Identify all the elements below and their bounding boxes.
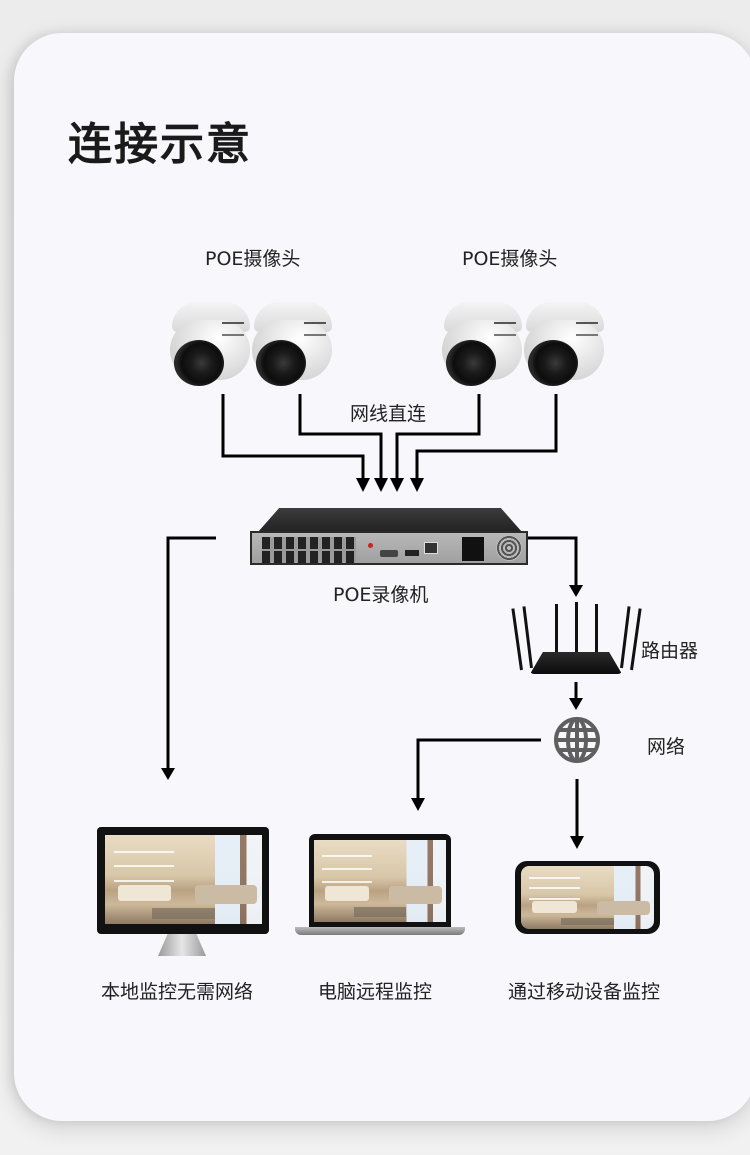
arrow-head [390, 478, 404, 492]
cable-label: 网线直连 [350, 403, 427, 425]
poe-ports-icon [262, 537, 356, 563]
camera-lens-icon [256, 340, 306, 386]
camera-group-right-label: POE摄像头 [462, 248, 558, 270]
page-title: 连接示意 [68, 119, 252, 170]
endpoint-label-phone: 通过移动设备监控 [508, 981, 661, 1003]
arrow-head [411, 798, 425, 811]
router-antenna [575, 602, 578, 656]
router-antenna [555, 604, 558, 656]
nvr-label: POE录像机 [333, 584, 429, 606]
wire-camera-2 [298, 394, 383, 478]
endpoint-label-laptop: 电脑远程监控 [318, 981, 433, 1003]
arrow-head [374, 478, 388, 492]
camera-lens-icon [174, 340, 224, 386]
laptop-screen [314, 840, 446, 922]
arrow-head [570, 836, 584, 849]
arrow-head [569, 698, 583, 710]
camera-lens-icon [528, 340, 578, 386]
wire-globe-laptop [416, 738, 541, 800]
power-socket-icon [462, 537, 484, 561]
router-label: 路由器 [641, 640, 699, 662]
arrow-head [410, 478, 424, 492]
wire-nvr-monitor [166, 536, 216, 770]
camera-lens-icon [446, 340, 496, 386]
endpoint-label-monitor: 本地监控无需网络 [101, 981, 254, 1003]
arrow-head [569, 585, 583, 597]
camera-1 [168, 298, 252, 390]
camera-4 [522, 298, 606, 390]
phone-screen [521, 866, 654, 929]
wire-camera-4 [415, 394, 558, 478]
wire-nvr-router [528, 536, 578, 587]
fan-icon [496, 535, 522, 561]
camera-group-left-label: POE摄像头 [205, 248, 301, 270]
diagram-card [14, 33, 750, 1121]
router-antenna [595, 604, 598, 656]
arrow-head [356, 478, 370, 492]
camera-3 [440, 298, 524, 390]
monitor-screen [105, 835, 262, 924]
wire-camera-3 [395, 394, 481, 478]
arrow-head [161, 768, 175, 780]
globe-icon [554, 717, 600, 763]
camera-2 [250, 298, 334, 390]
network-label: 网络 [647, 736, 686, 758]
wire-camera-1 [221, 394, 365, 478]
